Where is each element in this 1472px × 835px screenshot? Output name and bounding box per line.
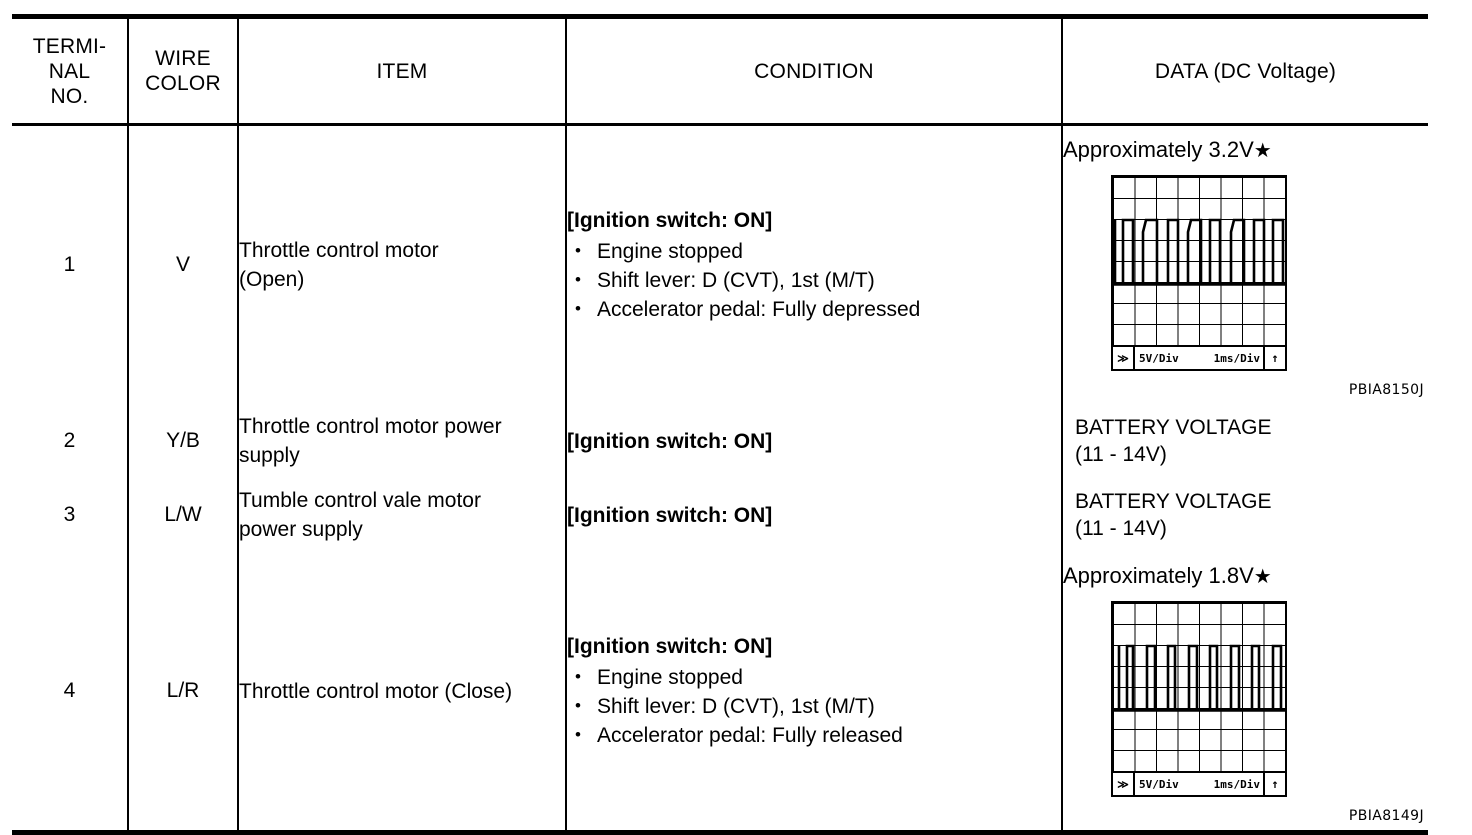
condition-heading: [Ignition switch: ON] [567,209,773,232]
cell-condition: [Ignition switch: ON] Engine stopped Shi… [565,552,1063,835]
data-line: BATTERY VOLTAGE [1075,416,1272,439]
data-line: (11 - 14V) [1075,443,1167,466]
cell-terminal-no: 4 [12,552,129,835]
header-line: NAL [48,59,91,83]
condition-bullet: Shift lever: D (CVT), 1st (M/T) [573,691,1061,721]
item-line: Throttle control motor (Close) [239,679,513,703]
trigger-arrow-icon: ↑ [1263,347,1285,369]
column-header-condition: CONDITION [565,14,1063,126]
trigger-arrow-icon: ↑ [1263,773,1285,795]
item-line: Throttle control motor power [239,415,502,438]
header-line: WIRE [155,47,211,70]
source-arrow-icon: ≫ [1113,773,1135,795]
volts-per-div-label: 5V/Div [1139,777,1179,791]
data-content: Approximately 1.8V★ [1063,552,1428,830]
oscilloscope-footer: ≫ 5V/Div 1ms/Div ↑ [1113,345,1285,369]
star-icon: ★ [1253,566,1272,588]
column-header-terminal-no: TERMI- NAL NO. [12,14,129,126]
table-body: 1 V Throttle control motor (Open) [Ignit… [12,124,1428,835]
item-line: supply [239,444,300,467]
condition-bullet: Accelerator pedal: Fully released [573,720,1061,750]
cell-wire-color: V [127,124,239,404]
item-line: power supply [239,518,363,541]
table-header-row: TERMI- NAL NO. WIRE COLOR ITEM CONDITION… [12,14,1428,126]
item-line: Throttle control motor [239,239,439,262]
cell-data: Approximately 3.2V★ [1061,124,1428,404]
cell-wire-color: L/W [127,478,239,552]
cell-item: Throttle control motor (Open) [237,124,567,404]
figure-code: PBIA8149J [1348,808,1424,824]
table-row: 1 V Throttle control motor (Open) [Ignit… [12,124,1428,404]
condition-bullet: Accelerator pedal: Fully depressed [573,294,1061,324]
cell-data: BATTERY VOLTAGE (11 - 14V) [1061,404,1428,478]
item-line: (Open) [239,268,305,291]
cell-terminal-no: 2 [12,404,129,478]
header-line: COLOR [145,72,221,95]
cell-wire-color: Y/B [127,404,239,478]
condition-bullet: Engine stopped [573,662,1061,692]
terminal-spec-table: TERMI- NAL NO. WIRE COLOR ITEM CONDITION… [12,14,1428,835]
cell-wire-color: L/R [127,552,239,835]
cell-data: Approximately 1.8V★ [1061,552,1428,835]
time-per-div-label: 1ms/Div [1213,777,1260,791]
condition-heading: [Ignition switch: ON] [567,635,773,658]
data-voltage-label: Approximately 1.8V★ [1063,562,1428,591]
oscilloscope-screen [1113,603,1285,771]
cell-item: Tumble control vale motor power supply [237,478,567,552]
cell-terminal-no: 1 [12,124,129,404]
header-line: TERMI- [32,34,107,58]
condition-bullet: Engine stopped [573,236,1061,266]
condition-heading: [Ignition switch: ON] [567,503,773,527]
oscilloscope: ≫ 5V/Div 1ms/Div ↑ [1111,175,1287,371]
table-header: TERMI- NAL NO. WIRE COLOR ITEM CONDITION… [12,14,1428,126]
data-voltage-text: Approximately 1.8V [1063,563,1254,588]
volts-per-div-label: 5V/Div [1139,351,1179,365]
waveform-trace [1113,644,1285,712]
table-row: 3 L/W Tumble control vale motor power su… [12,478,1428,552]
table-row: 4 L/R Throttle control motor (Close) [Ig… [12,552,1428,835]
cell-condition: [Ignition switch: ON] Engine stopped Shi… [565,124,1063,404]
data-voltage-label: Approximately 3.2V★ [1063,136,1428,165]
star-icon: ★ [1253,140,1272,162]
time-per-div-label: 1ms/Div [1213,351,1260,365]
item-line: Tumble control vale motor [239,489,481,512]
cell-data: BATTERY VOLTAGE (11 - 14V) [1061,478,1428,552]
column-header-data: DATA (DC Voltage) [1061,14,1428,126]
table-row: 2 Y/B Throttle control motor power suppl… [12,404,1428,478]
oscilloscope-figure: ≫ 5V/Div 1ms/Div ↑ [1111,175,1428,371]
condition-bullet-list: Engine stopped Shift lever: D (CVT), 1st… [567,236,1061,324]
cell-condition: [Ignition switch: ON] [565,478,1063,552]
source-arrow-icon: ≫ [1113,347,1135,369]
condition-bullet-list: Engine stopped Shift lever: D (CVT), 1st… [567,662,1061,750]
cell-item: Throttle control motor (Close) [237,552,567,835]
figure-code: PBIA8150J [1348,382,1424,398]
cell-condition: [Ignition switch: ON] [565,404,1063,478]
condition-heading: [Ignition switch: ON] [567,429,773,453]
oscilloscope: ≫ 5V/Div 1ms/Div ↑ [1111,601,1287,797]
waveform-trace [1113,218,1285,286]
cell-terminal-no: 3 [12,478,129,552]
column-header-wire-color: WIRE COLOR [127,14,239,126]
data-line: BATTERY VOLTAGE [1075,490,1272,513]
cell-item: Throttle control motor power supply [237,404,567,478]
oscilloscope-footer: ≫ 5V/Div 1ms/Div ↑ [1113,771,1285,795]
data-content: Approximately 3.2V★ [1063,126,1428,404]
oscilloscope-screen [1113,177,1285,345]
condition-bullet: Shift lever: D (CVT), 1st (M/T) [573,265,1061,295]
data-line: (11 - 14V) [1075,517,1167,540]
header-line: NO. [50,84,89,108]
column-header-item: ITEM [237,14,567,126]
data-voltage-text: Approximately 3.2V [1063,137,1254,162]
oscilloscope-figure: ≫ 5V/Div 1ms/Div ↑ [1111,601,1428,797]
